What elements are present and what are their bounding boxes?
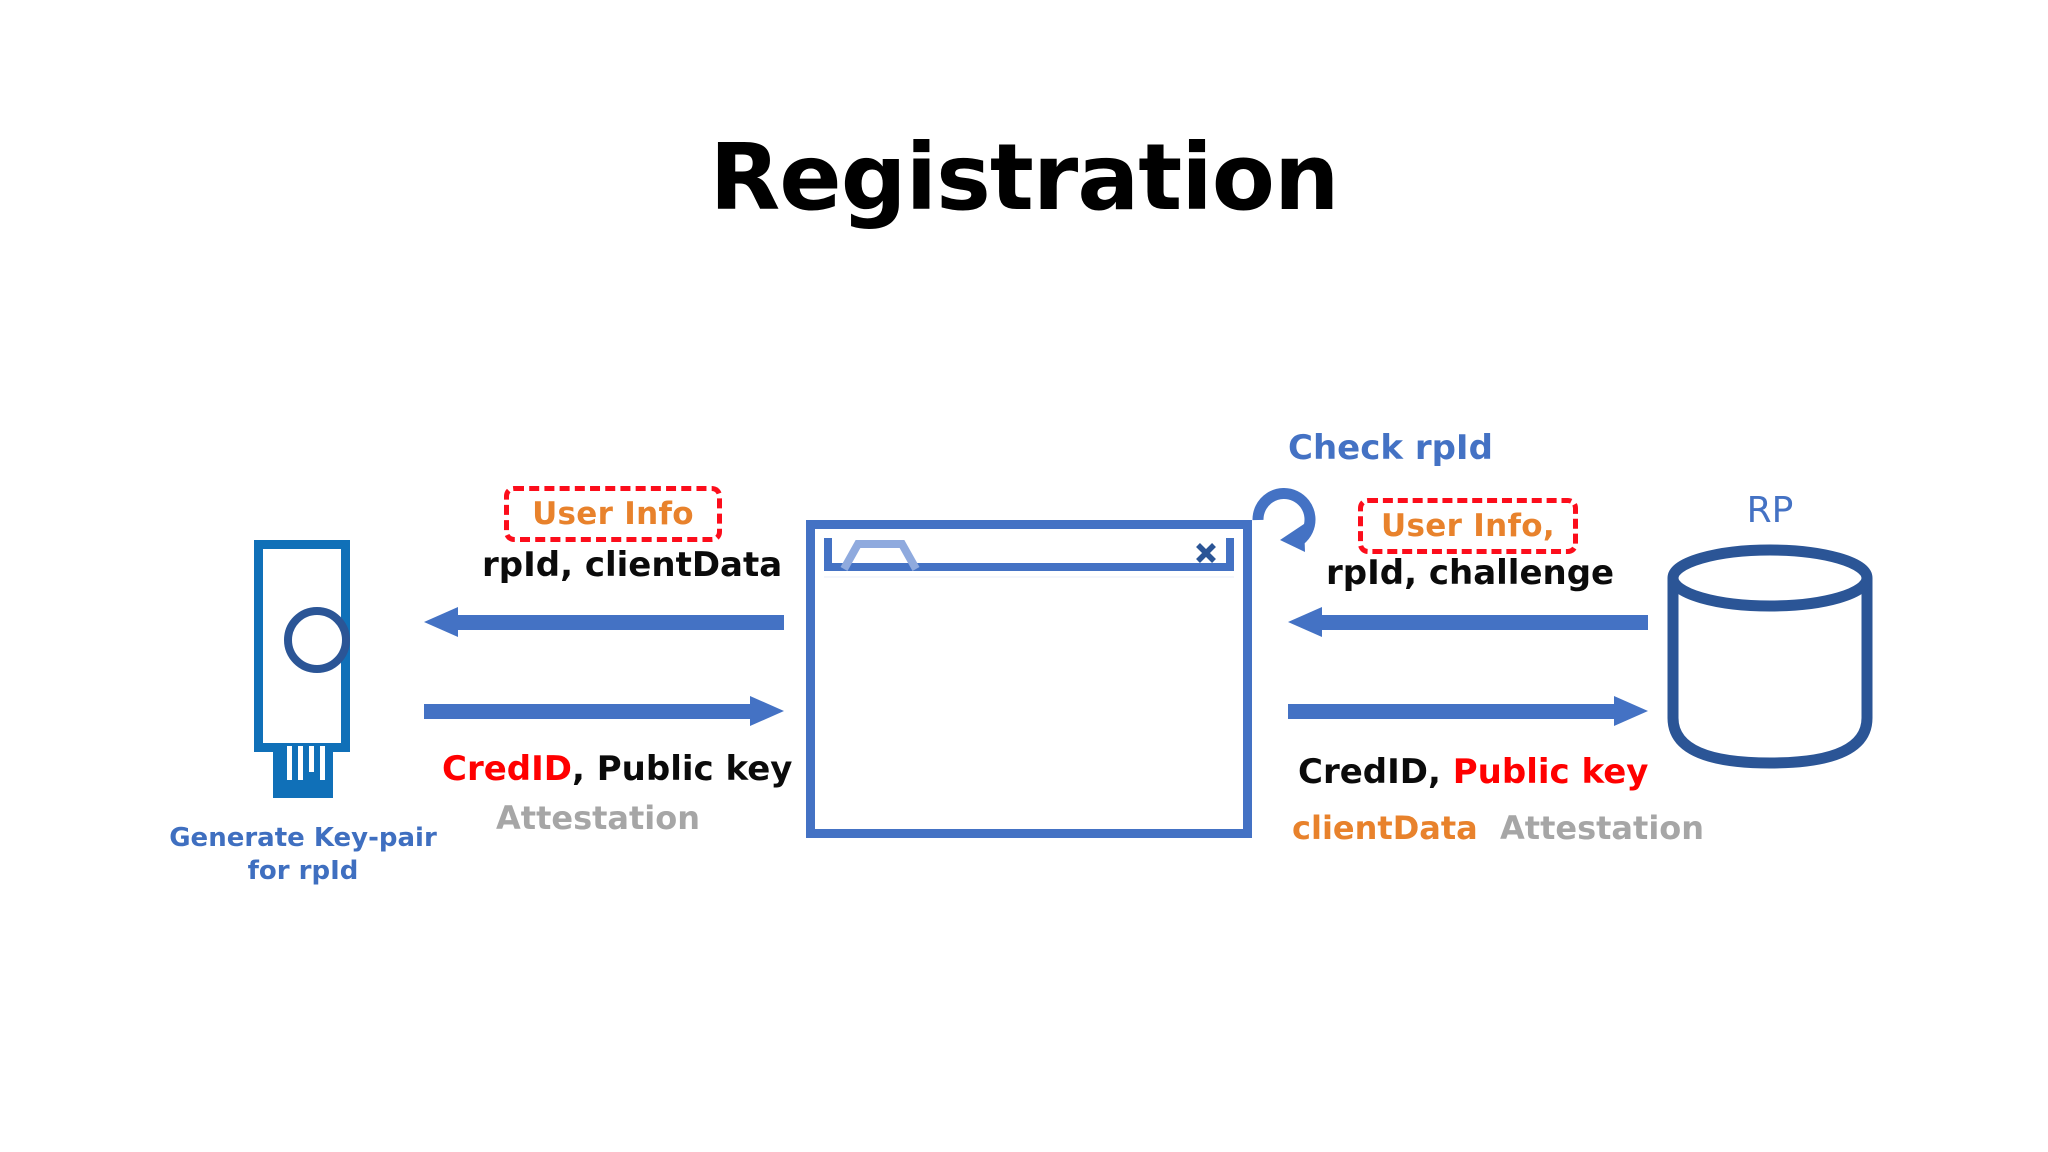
security-key-touch-sensor-icon xyxy=(284,607,350,673)
database-cylinder-icon xyxy=(1664,542,1876,772)
arrow-right-icon-relying-party xyxy=(1288,696,1648,726)
credid-text: CredID xyxy=(1298,752,1428,792)
page-title: Registration xyxy=(709,124,1339,231)
clientdata-text: clientData xyxy=(1292,809,1478,847)
security-key-icon: Generate Key-pair for rpId xyxy=(169,540,437,886)
comma-text: , xyxy=(572,749,585,789)
arrow-shaft xyxy=(424,703,754,719)
arrow-left-icon-relying-party xyxy=(1288,607,1648,637)
browser-tab-icon[interactable] xyxy=(840,540,926,571)
relying-party-group: RP xyxy=(1664,490,1876,790)
arrowhead xyxy=(424,607,458,637)
authenticator-caption-line2: for rpId xyxy=(247,855,359,886)
left-user-info-chip: User Info xyxy=(504,486,722,542)
browser-viewport xyxy=(824,576,1234,820)
rp-label: RP xyxy=(1746,490,1794,531)
public-key-text: Public key xyxy=(1452,752,1649,792)
authenticator-caption-line1: Generate Key-pair xyxy=(169,823,437,853)
arrow-shaft xyxy=(1288,703,1618,719)
arrowhead xyxy=(1288,607,1322,637)
close-icon[interactable] xyxy=(1192,539,1220,567)
arrowhead xyxy=(1614,696,1648,726)
arrow-right-icon-authenticator xyxy=(424,696,784,726)
arrow-shaft xyxy=(454,614,784,630)
security-key-body xyxy=(254,540,350,752)
public-key-text: Public key xyxy=(596,749,793,789)
left-outbound-attestation-label: Attestation xyxy=(496,799,701,837)
browser-window-icon[interactable] xyxy=(806,520,1252,838)
right-user-info-chip: User Info, xyxy=(1358,498,1578,554)
attestation-text: Attestation xyxy=(1500,809,1705,847)
arrowhead xyxy=(750,696,784,726)
check-rpid-label: Check rpId xyxy=(1288,428,1493,468)
browser-titlebar xyxy=(824,538,1234,571)
arrow-shaft xyxy=(1318,614,1648,630)
usb-connector-icon xyxy=(273,746,333,798)
arrow-left-icon-authenticator xyxy=(424,607,784,637)
left-outbound-credentials-label: CredID, Public key xyxy=(442,749,793,789)
right-outbound-credentials-label: CredID, Public key xyxy=(1298,752,1649,792)
circular-refresh-arrow-icon xyxy=(1248,478,1320,558)
credid-text: CredID xyxy=(442,749,572,789)
comma-text: , xyxy=(1428,752,1441,792)
right-outbound-extra-label: clientData Attestation xyxy=(1292,809,1705,847)
left-inbound-detail-label: rpId, clientData xyxy=(482,545,783,585)
authenticator-caption: Generate Key-pair for rpId xyxy=(146,822,460,887)
right-inbound-detail-label: rpId, challenge xyxy=(1326,553,1615,593)
